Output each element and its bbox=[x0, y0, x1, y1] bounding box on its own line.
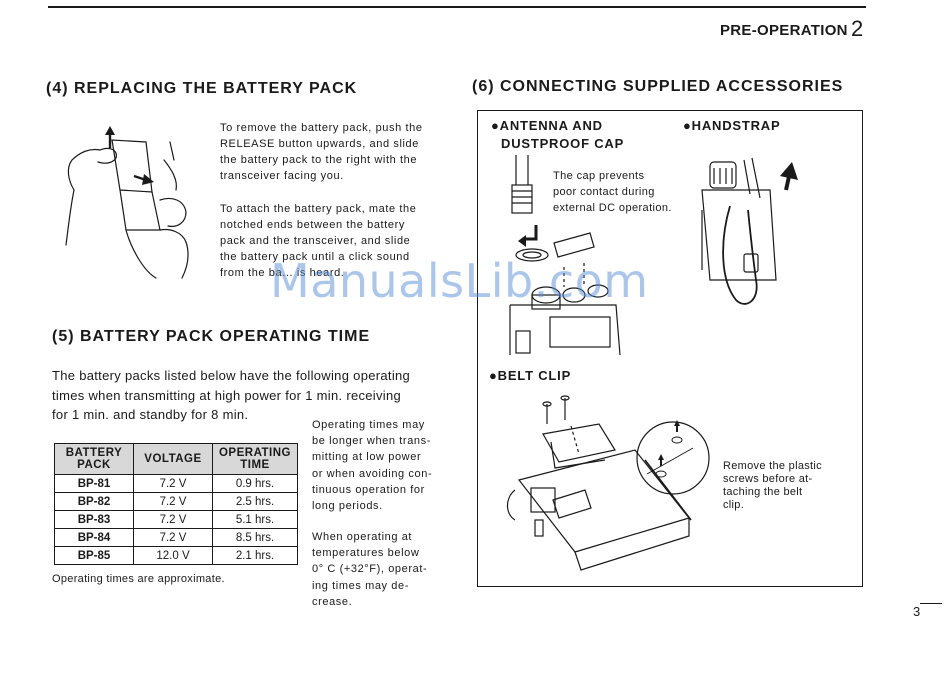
table-footnote: Operating times are approximate. bbox=[52, 573, 225, 585]
table-row: BP-83 7.2 V 5.1 hrs. bbox=[54, 510, 298, 529]
attach-instructions: To attach the battery pack, mate the not… bbox=[220, 203, 417, 279]
temperature-note: When operating at temperatures below 0° … bbox=[312, 531, 428, 608]
top-rule bbox=[48, 6, 866, 8]
table-row: BP-85 12.0 V 2.1 hrs. bbox=[54, 546, 298, 565]
handstrap-label: ●HANDSTRAP bbox=[683, 118, 781, 133]
watermark-text: ManualsLib.com bbox=[270, 254, 649, 308]
section-4-title: (4) REPLACING THE BATTERY PACK bbox=[46, 80, 358, 97]
remove-instructions: To remove the battery pack, push the REL… bbox=[220, 122, 423, 182]
section-6-title: (6) CONNECTING SUPPLIED ACCESSORIES bbox=[472, 78, 844, 95]
battery-removal-illustration bbox=[65, 126, 189, 279]
table-row: BP-84 7.2 V 8.5 hrs. bbox=[54, 528, 298, 547]
handstrap-illustration bbox=[701, 157, 798, 305]
beltclip-illustration bbox=[506, 395, 692, 571]
header-voltage: VOLTAGE bbox=[133, 443, 213, 475]
beltclip-label: ●BELT CLIP bbox=[489, 368, 572, 383]
section-5-title: (5) BATTERY PACK OPERATING TIME bbox=[52, 328, 371, 345]
clip-note: Remove the plastic screws before at- tac… bbox=[723, 460, 822, 511]
table-row: BP-82 7.2 V 2.5 hrs. bbox=[54, 492, 298, 511]
section-header-number: 2 bbox=[851, 16, 864, 41]
antenna-label: ●ANTENNA AND DUSTPROOF CAP bbox=[491, 118, 625, 151]
table-row: BP-81 7.2 V 0.9 hrs. bbox=[54, 474, 298, 493]
accessories-panel bbox=[477, 110, 863, 587]
page-number-rule bbox=[920, 603, 942, 604]
screw-detail-magnifier bbox=[636, 420, 710, 495]
antenna-cap-illustration bbox=[509, 155, 621, 355]
section-header-label: PRE-OPERATION bbox=[720, 22, 848, 39]
low-power-note: Operating times may be longer when trans… bbox=[312, 419, 433, 513]
cap-note: The cap prevents poor contact during ext… bbox=[553, 170, 672, 214]
page-number: 3 bbox=[913, 604, 921, 619]
operating-intro: The battery packs listed below have the … bbox=[52, 368, 411, 422]
